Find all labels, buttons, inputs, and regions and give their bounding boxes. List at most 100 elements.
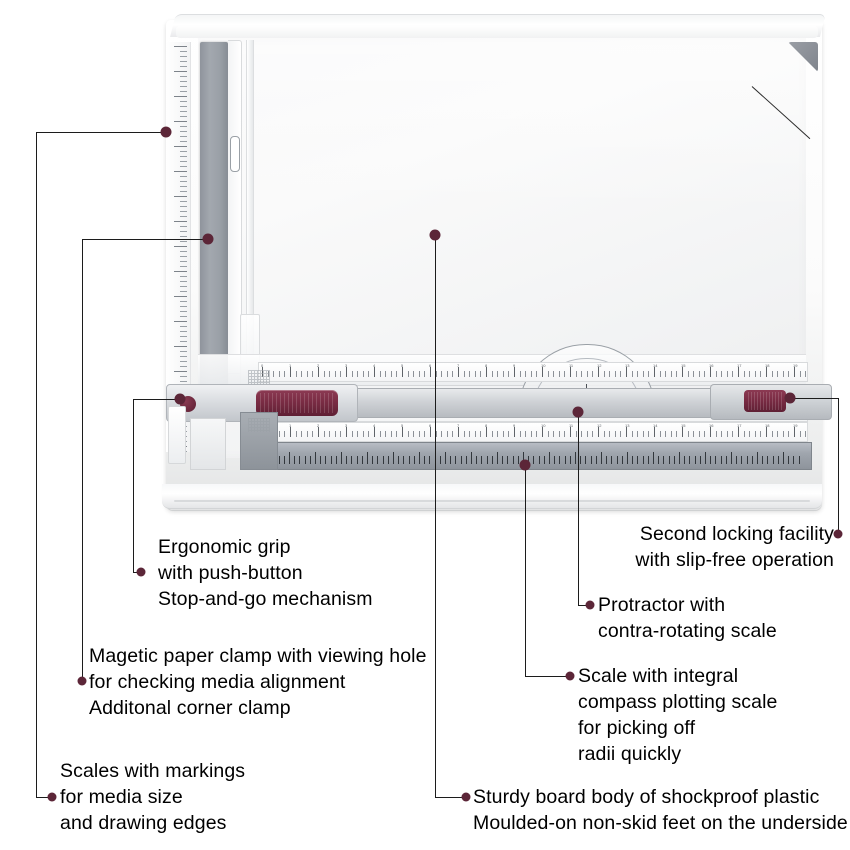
compass-scale-tick — [777, 456, 779, 464]
ruler-tick — [519, 431, 521, 437]
compass-scale-tick — [533, 456, 535, 464]
compass-scale-tick — [606, 456, 608, 464]
ruler-tick — [665, 371, 667, 377]
handle-rib — [320, 393, 321, 413]
compass-scale-tick — [601, 452, 602, 464]
ruler-tick — [430, 367, 431, 377]
ruler-tick — [547, 431, 549, 437]
handle-rib — [272, 393, 273, 413]
callout-dot-lock-board — [784, 392, 796, 404]
handle-rib — [316, 393, 317, 413]
scale-tick — [180, 141, 187, 142]
ruler-tick — [682, 427, 683, 437]
ruler-tick — [480, 371, 482, 377]
ruler-tick — [782, 371, 784, 377]
leader-grip-v — [133, 399, 134, 572]
ruler-number: 15 — [681, 363, 686, 368]
scale-tick — [180, 351, 187, 352]
ruler-tick — [301, 431, 303, 437]
callout-second-locking-facility: Second locking facility with slip-free o… — [538, 521, 834, 573]
ruler-tick — [726, 431, 728, 437]
grip-mesh-lower — [248, 418, 270, 432]
leader-magclamp-h-top — [82, 239, 208, 240]
ruler-number: 14 — [653, 363, 658, 368]
leader-scales-h-bottom — [36, 797, 52, 798]
ruler-number: 9 — [513, 363, 516, 368]
compass-scale-tick — [705, 452, 706, 464]
compass-scale-tick — [647, 456, 649, 464]
ruler-tick — [278, 431, 280, 437]
ruler-number: 11 — [569, 363, 574, 368]
ruler-tick — [676, 431, 678, 437]
ruler-tick — [665, 431, 667, 437]
ruler-tick — [396, 431, 398, 437]
ruler-number: 18 — [765, 363, 770, 368]
ruler-number: 3 — [345, 363, 348, 368]
ruler-tick — [402, 367, 403, 377]
ruler-number: 19 — [793, 363, 798, 368]
ruler-tick — [446, 431, 448, 437]
compass-scale-tick — [798, 456, 800, 464]
ruler-tick — [626, 427, 627, 437]
compass-scale-tick — [486, 456, 488, 464]
compass-scale-tick — [543, 456, 545, 464]
compass-scale-tick — [663, 456, 665, 464]
ruler-tick — [558, 431, 560, 437]
scale-tick — [180, 286, 187, 287]
ruler-tick — [530, 431, 532, 437]
compass-scale-tick — [471, 452, 472, 464]
board-bottom-edge — [162, 484, 822, 509]
magnetic-paper-clamp[interactable] — [200, 42, 228, 402]
ruler-number: 13 — [625, 423, 630, 428]
ruler-tick — [592, 431, 594, 437]
scale-tick — [180, 331, 187, 332]
ruler-tick — [766, 367, 767, 377]
scale-tick — [180, 126, 187, 127]
callout-ergonomic-grip: Ergonomic grip with push-button Stop-and… — [158, 534, 373, 612]
ruler-number: 2 — [317, 363, 320, 368]
compass-scale-tick — [497, 452, 498, 464]
second-locking-handle[interactable] — [744, 390, 786, 412]
leader-grip-h-top — [133, 399, 180, 400]
compass-scale-tick — [455, 456, 457, 464]
ruler-tick — [385, 371, 387, 377]
ruler-tick — [446, 371, 448, 377]
ruler-tick — [318, 367, 319, 377]
ruler-tick — [525, 371, 527, 377]
compass-scale-tick — [549, 452, 550, 464]
scale-tick — [180, 166, 187, 167]
ruler-tick — [732, 431, 734, 437]
ruler-tick — [514, 427, 515, 437]
ruler-tick — [620, 431, 622, 437]
handle-rib — [292, 393, 293, 413]
callout-dot-compass — [565, 671, 575, 681]
handle-rib — [280, 393, 281, 413]
ruler-number: 11 — [569, 423, 574, 428]
handle-rib — [772, 392, 773, 410]
callout-scales-with-markings: Scales with markings for media size and … — [60, 758, 245, 836]
ruler-tick — [659, 431, 661, 437]
scale-tick — [174, 46, 187, 47]
ruler-tick — [362, 431, 364, 437]
ruler-tick — [749, 371, 751, 377]
compass-scale-tick — [283, 456, 285, 464]
scale-tick — [180, 231, 187, 232]
ruler-number: 17 — [737, 423, 742, 428]
handle-rib — [769, 392, 770, 410]
compass-scale-tick — [658, 456, 660, 464]
ergonomic-grip-handle[interactable] — [256, 390, 338, 416]
ruler-tick — [631, 431, 633, 437]
compass-scale-tick — [294, 456, 296, 464]
compass-scale-tick — [699, 456, 701, 464]
ruler-tick — [564, 431, 566, 437]
compass-scale-tick — [325, 456, 327, 464]
compass-scale-tick — [413, 456, 415, 464]
ruler-tick — [385, 431, 387, 437]
ruler-tick — [637, 431, 639, 437]
ruler-tick — [670, 371, 672, 377]
ruler-number: 6 — [429, 363, 432, 368]
ruler-tick — [788, 371, 790, 377]
ruler-tick — [760, 371, 762, 377]
compass-scale-tick — [419, 452, 420, 464]
compass-scale-tick — [377, 456, 379, 464]
